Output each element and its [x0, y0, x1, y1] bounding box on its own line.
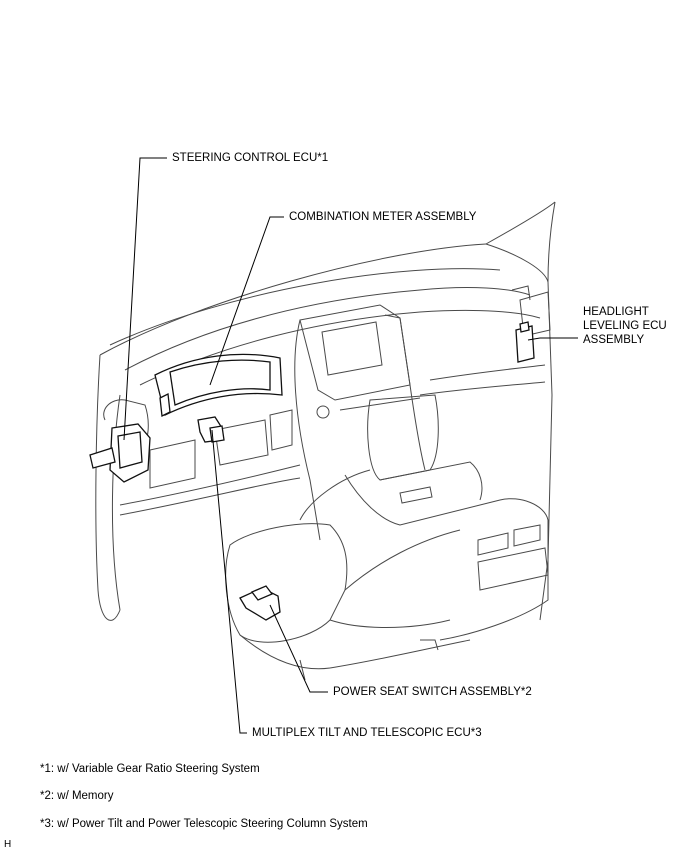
headlight-leveling-label-line1: HEADLIGHT: [583, 306, 649, 318]
combination-meter-label: COMBINATION METER ASSEMBLY: [289, 211, 477, 223]
combination-meter-part: [154, 353, 283, 417]
leader-lines: [123, 157, 578, 734]
power-seat-switch-label: POWER SEAT SWITCH ASSEMBLY*2: [333, 686, 532, 698]
headlight-leveling-ecu-part: [515, 321, 535, 363]
driver-seat: [225, 469, 471, 681]
multiplex-tilt-ecu-part: [197, 416, 225, 443]
center-console: [344, 394, 549, 641]
illustration-ref-code: H: [4, 839, 12, 850]
footnote-2: *2: w/ Memory: [40, 790, 114, 802]
steering-control-ecu-part: [89, 423, 151, 483]
footnote-1: *1: w/ Variable Gear Ratio Steering Syst…: [40, 763, 260, 775]
headlight-leveling-label-line3: ASSEMBLY: [583, 334, 645, 346]
multiplex-tilt-label: MULTIPLEX TILT AND TELESCOPIC ECU*3: [252, 727, 482, 739]
headlight-leveling-label-line2: LEVELING ECU: [583, 320, 667, 332]
footnote-3: *3: w/ Power Tilt and Power Telescopic S…: [40, 818, 368, 830]
power-seat-switch-part: [239, 585, 281, 621]
center-stack: [294, 304, 426, 541]
steering-control-ecu-label: STEERING CONTROL ECU*1: [172, 152, 329, 164]
